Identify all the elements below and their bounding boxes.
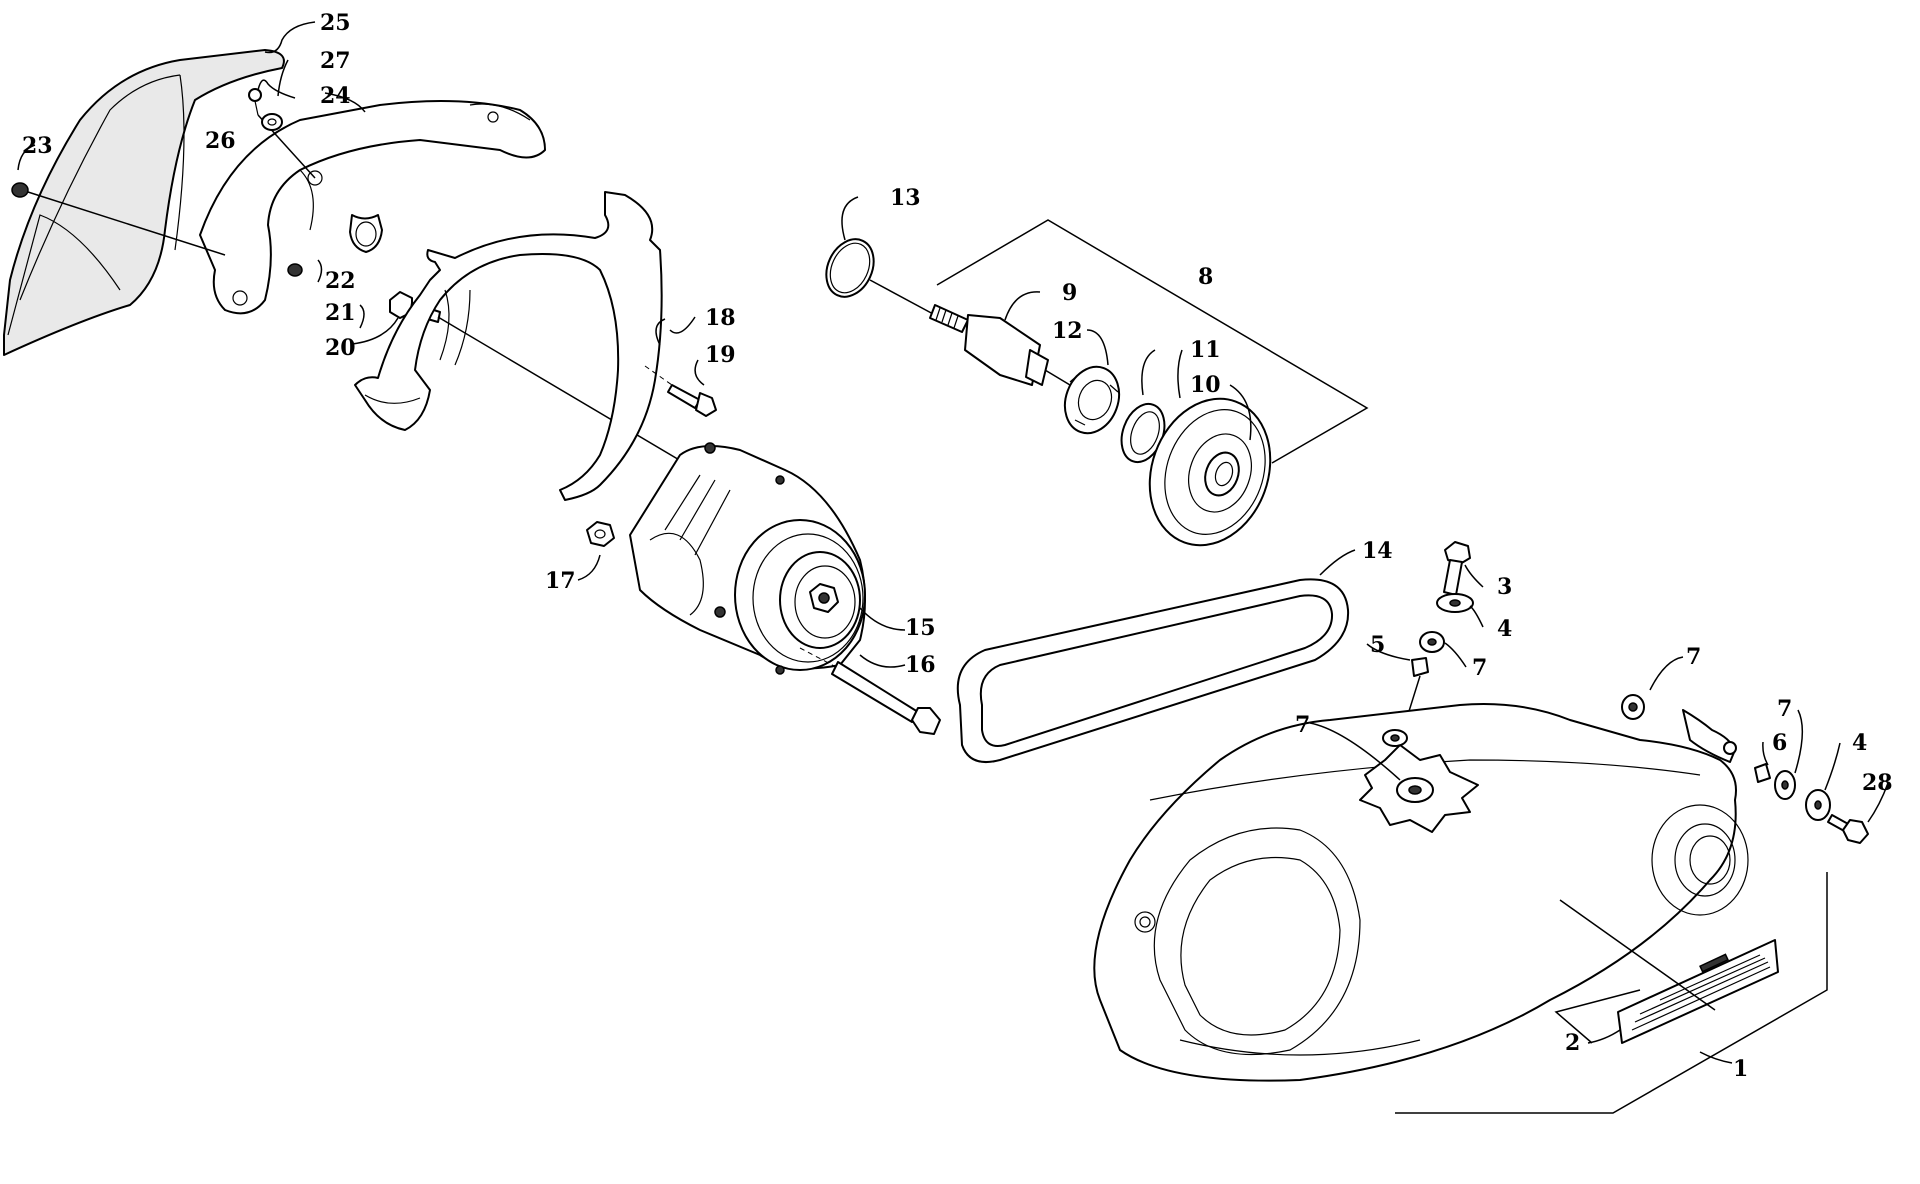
part-19-bolt <box>644 365 717 417</box>
callout-23: 23 <box>22 133 53 159</box>
part-22-nut <box>287 263 303 277</box>
part-7-washer-left-right-side <box>1621 694 1645 720</box>
callout-24: 24 <box>320 83 351 109</box>
leader-lines <box>17 21 1889 1064</box>
part-23-nut <box>11 182 226 256</box>
part-10-pulley <box>1148 397 1272 547</box>
part-7-washer-right-side <box>1774 770 1796 800</box>
part-1-belt-cover <box>1093 703 1749 1082</box>
part-12-nut <box>1063 365 1121 435</box>
callout-1: 1 <box>1733 1056 1748 1082</box>
callout-5: 5 <box>1370 632 1385 658</box>
callout-14: 14 <box>1362 538 1393 564</box>
callout-labels: 25 27 24 26 23 22 21 20 18 19 13 9 8 12 … <box>22 10 1893 1082</box>
part-1-assembly-bracket <box>1395 872 1828 1114</box>
part-17-nut <box>586 521 615 547</box>
callout-3: 3 <box>1497 574 1512 600</box>
callout-7-cover: 7 <box>1295 712 1310 738</box>
callout-11: 11 <box>1190 337 1221 363</box>
part-7-washer-top <box>1419 631 1445 653</box>
callout-28: 28 <box>1862 770 1893 796</box>
callout-4-top: 4 <box>1497 616 1512 642</box>
part-9-shaft <box>929 304 1071 386</box>
callout-10: 10 <box>1190 372 1221 398</box>
callout-6: 6 <box>1772 730 1787 756</box>
callout-27: 27 <box>320 48 351 74</box>
part-21-clamp <box>349 214 383 253</box>
part-13-o-ring <box>825 238 936 316</box>
callout-22: 22 <box>325 268 356 294</box>
callout-7-top: 7 <box>1472 655 1487 681</box>
part-14-belt <box>956 578 1350 764</box>
callout-17: 17 <box>545 568 576 594</box>
callout-12: 12 <box>1052 318 1083 344</box>
callout-16: 16 <box>905 652 936 678</box>
callout-18: 18 <box>705 305 736 331</box>
part-4-washer-right-side <box>1805 789 1831 821</box>
part-24-inner-shield <box>199 100 546 315</box>
callout-4-right: 4 <box>1852 730 1867 756</box>
part-6-spacer <box>1754 763 1771 783</box>
part-16-long-bolt <box>799 647 941 735</box>
callout-25: 25 <box>320 10 351 36</box>
callout-26: 26 <box>205 128 236 154</box>
callout-15: 15 <box>905 615 936 641</box>
part-25-outer-shield <box>3 49 285 356</box>
part-18-bracket <box>354 191 663 501</box>
callout-21: 21 <box>325 300 356 326</box>
callout-20: 20 <box>325 335 356 361</box>
part-28-bolt <box>1827 814 1869 844</box>
callout-8: 8 <box>1198 264 1213 290</box>
callout-2: 2 <box>1565 1030 1580 1056</box>
part-15-alternator <box>629 442 866 675</box>
part-27-washer <box>261 113 283 131</box>
part-11-ring <box>1120 402 1166 464</box>
part-4-washer-top <box>1436 593 1474 613</box>
callout-7-right-upper: 7 <box>1686 644 1701 670</box>
callout-7-right-lower: 7 <box>1777 696 1792 722</box>
callout-13: 13 <box>890 185 921 211</box>
part-2-label <box>1617 939 1779 1044</box>
callout-9: 9 <box>1062 280 1077 306</box>
part-8-assembly-bracket <box>936 219 1369 464</box>
callout-19: 19 <box>705 342 736 368</box>
